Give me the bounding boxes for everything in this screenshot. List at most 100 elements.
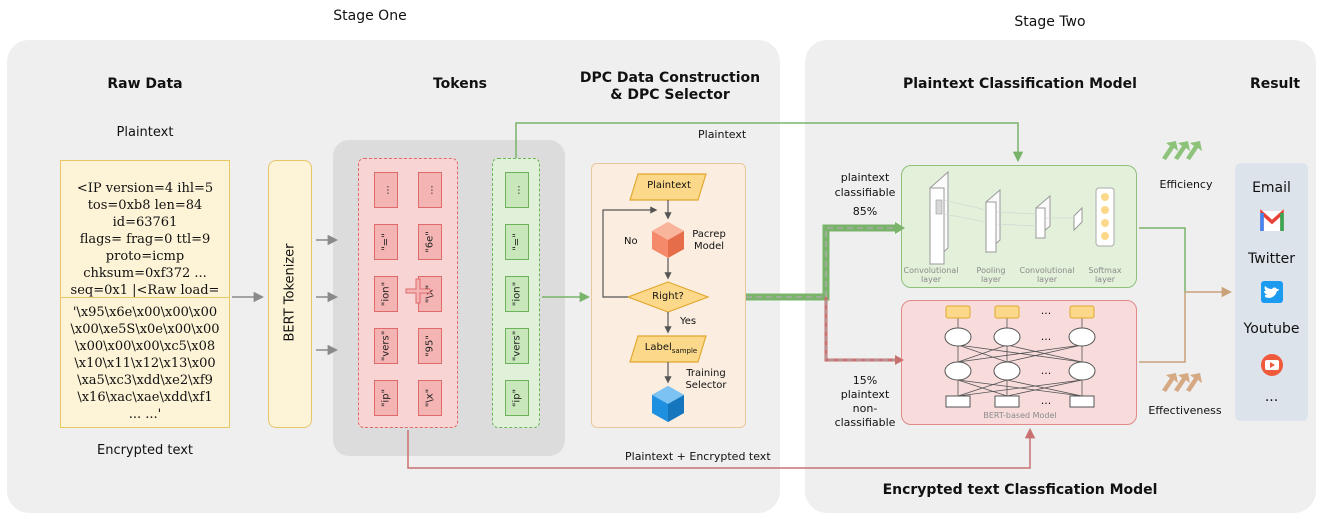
plaintext-result-arrow: [1139, 227, 1186, 292]
token: "ip": [374, 380, 398, 416]
encrypted-line: '\x95\x6e\x00\x00\x00: [72, 305, 218, 320]
plaintext-line: seq=0x1 |<Raw load=: [70, 283, 220, 298]
dpc-title: DPC Data Construction & DPC Selector: [570, 70, 770, 104]
pacrep-line: Pacrep: [692, 229, 726, 240]
encrypted-model-title: Encrypted text Classfication Model: [882, 482, 1158, 498]
dpc-input-label: Plaintext: [647, 180, 691, 191]
bert-node: [1068, 327, 1096, 347]
bert-input: [1069, 395, 1095, 408]
no-label: No: [624, 236, 638, 247]
token: "=": [505, 224, 529, 260]
raw-data-box: [60, 160, 230, 428]
classifiable-pct: 85%: [852, 205, 878, 218]
label-main: Label: [644, 342, 672, 353]
twitter-icon: [1261, 281, 1283, 303]
arrow-head: [895, 355, 904, 365]
pacrep-model-label: Pacrep Model: [684, 229, 734, 253]
softmax-node: [1101, 219, 1109, 227]
effectiveness-label: Effectiveness: [1148, 404, 1222, 417]
training-selector-label: Training Selector: [676, 368, 736, 392]
token: ...: [505, 172, 529, 208]
cnn-connector: [943, 213, 987, 223]
result-title: Result: [1249, 76, 1301, 92]
result-more: ...: [1264, 389, 1279, 405]
softmax-layer: [1095, 187, 1115, 247]
softmax-node: [1101, 232, 1109, 240]
dense-layer: [1073, 206, 1083, 232]
plaintext-encrypted-flow-label: Plaintext + Encrypted text: [625, 450, 771, 463]
pool-layer: [985, 201, 997, 253]
encrypted-line: \x10\x11\x12\x13\x00: [74, 356, 216, 371]
training-selector-cube-side: [668, 395, 684, 422]
token: "6e": [418, 224, 442, 260]
layer-caption: Softmax layer: [1078, 266, 1132, 284]
bert-output: [994, 305, 1020, 319]
efficiency-label: Efficiency: [1159, 178, 1213, 191]
bert-ellipsis: ...: [1040, 394, 1052, 407]
bert-tokenizer-box: [268, 160, 312, 428]
encrypted-result-arrow: [1139, 292, 1186, 363]
training-line: Training: [686, 368, 726, 379]
training-line: Selector: [685, 380, 727, 391]
plaintext-content: <IP version=4 ihl=5 tos=0xb8 len=84 id=6…: [62, 180, 228, 299]
nonclass-line: plaintext: [840, 388, 890, 401]
nonclass-line: non-: [852, 402, 878, 415]
layer-caption-line: Convolutional: [903, 266, 959, 275]
bert-caption: BERT-based Model: [983, 411, 1057, 420]
dpc-title-line: DPC Data Construction: [579, 70, 761, 86]
token: ...: [374, 172, 398, 208]
conv2-layer: [1035, 207, 1046, 239]
layer-caption: Convolutional layer: [1016, 266, 1078, 284]
plus-icon: [405, 278, 431, 304]
effectiveness-icon: [1162, 373, 1202, 392]
encrypted-line: ... ...': [128, 407, 162, 422]
encrypted-line: \x16\xac\xae\xdd\xf1: [77, 390, 213, 405]
encrypted-flow-arrow: [407, 427, 1036, 469]
bert-network: [957, 318, 1083, 397]
encrypted-text-label: Encrypted text: [96, 443, 194, 458]
bert-node: [993, 361, 1021, 381]
layer-caption-line: Convolutional: [1019, 266, 1075, 275]
cnn-connector: [943, 199, 987, 211]
pacrep-model-cube-side: [668, 231, 684, 258]
softmax-node: [1101, 193, 1109, 201]
bert-output: [1069, 305, 1095, 319]
softmax-node: [1101, 206, 1109, 214]
cnn-layer-kernel: [935, 199, 943, 215]
classifiable-line: plaintext: [840, 171, 890, 184]
nonclass-pct: 15%: [852, 374, 878, 387]
label-sample: Labelsample: [640, 342, 702, 355]
layer-caption-line: layer: [1094, 275, 1116, 284]
encrypted-line: \x00\xe5S\x0e\x00\x00: [70, 322, 220, 337]
layer-caption-line: layer: [920, 275, 942, 284]
token: "ion": [505, 276, 529, 312]
label-parallelogram: [629, 335, 707, 363]
plaintext-model-title: Plaintext Classification Model: [903, 76, 1137, 92]
plaintext-line: <IP version=4 ihl=5: [76, 181, 214, 196]
no-loop-arrow: [602, 206, 658, 298]
nonclassifiable-split-arrow: [824, 297, 895, 362]
efficiency-icon: [1162, 141, 1202, 160]
result-item-email: Email: [1252, 180, 1291, 196]
gmail-icon: [1260, 209, 1284, 231]
tokens-title: Tokens: [432, 76, 488, 92]
layer-caption-line: layer: [980, 275, 1002, 284]
result-item-twitter: Twitter: [1248, 251, 1295, 267]
encrypted-line: \x00\x00\x00\xc5\x08: [74, 339, 216, 354]
token: "vers": [374, 328, 398, 364]
classifiable-label: plaintext classifiable 85%: [830, 170, 900, 219]
token: "ip": [505, 380, 529, 416]
layer-caption-line: layer: [1036, 275, 1058, 284]
bert-node: [993, 327, 1021, 347]
token: ...: [418, 172, 442, 208]
raw-data-title: Raw Data: [107, 76, 183, 92]
classifiable-line: classifiable: [834, 186, 896, 199]
arrow-head: [895, 222, 905, 234]
layer-caption: Convolutional layer: [900, 266, 962, 284]
youtube-icon: [1261, 354, 1283, 376]
bert-node: [944, 361, 972, 381]
decision-label: Right?: [652, 291, 684, 302]
bert-ellipsis: ...: [1040, 364, 1052, 377]
cnn-connector: [995, 223, 1037, 227]
bert-node: [944, 327, 972, 347]
